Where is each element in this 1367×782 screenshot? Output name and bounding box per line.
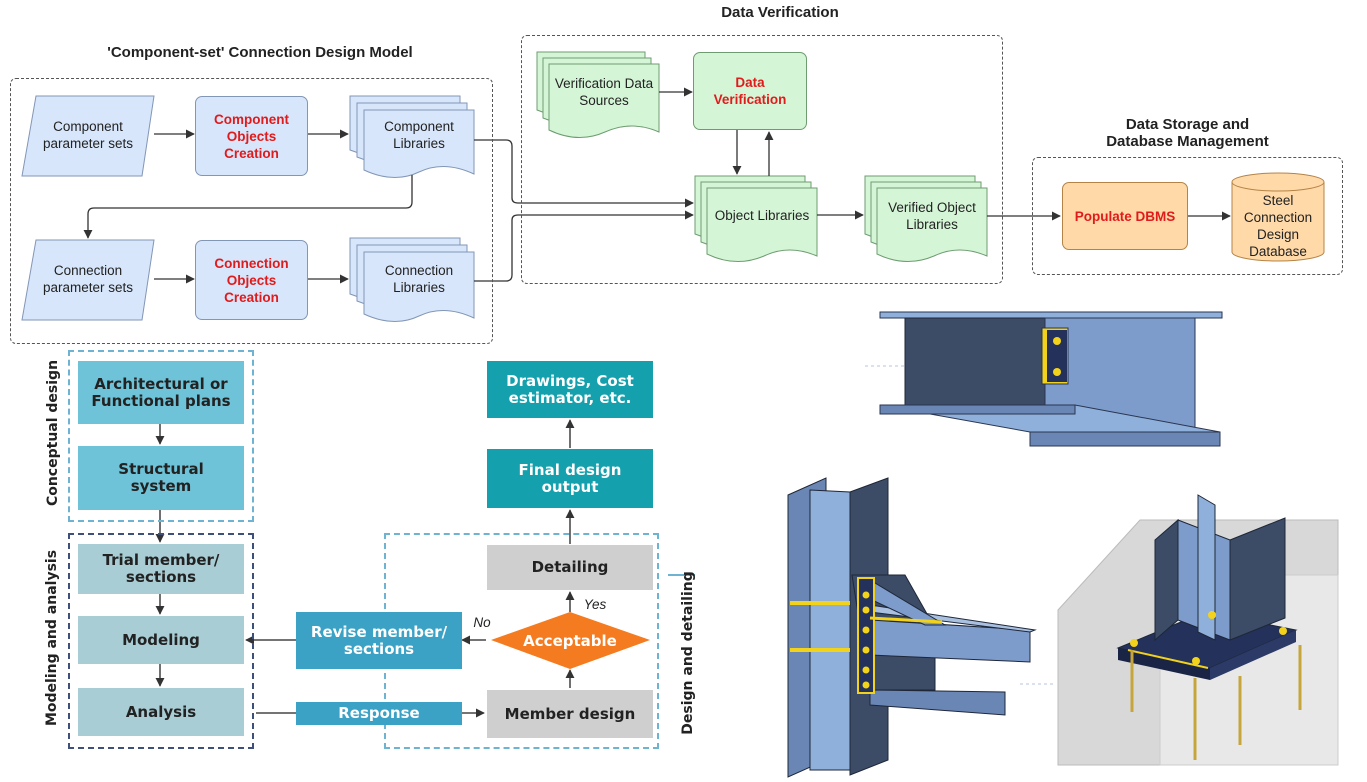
drawings-line2: estimator, etc. bbox=[508, 388, 632, 407]
connection-creation-line3: Creation bbox=[224, 289, 279, 305]
component-params-line2: parameter sets bbox=[42, 136, 134, 151]
verification-sources: Verification Data Sources bbox=[551, 75, 657, 109]
acceptable-diamond bbox=[491, 612, 650, 669]
stage-design: Design and detailing bbox=[680, 571, 696, 735]
connection-libraries-line1: Connection bbox=[384, 263, 454, 278]
component-creation-line1: Component bbox=[214, 111, 289, 127]
component-creation-box: Component Objects Creation bbox=[195, 96, 308, 176]
data-storage-title-line1: Data Storage and bbox=[1125, 116, 1250, 133]
database-label: Steel Connection Design Database bbox=[1232, 192, 1324, 260]
no-label: No bbox=[473, 615, 491, 630]
base-plate-3d bbox=[1057, 494, 1339, 766]
verified-libraries-line1: Verified Object bbox=[888, 200, 976, 215]
stage-conceptual: Conceptual design bbox=[45, 359, 61, 507]
structural-line2: system bbox=[130, 477, 192, 495]
drawings-box: Drawings, Cost estimator, etc. bbox=[487, 361, 653, 418]
trial-line2: sections bbox=[125, 568, 197, 586]
component-creation-line2: Objects bbox=[226, 128, 277, 144]
verification-sources-shape bbox=[536, 51, 660, 138]
connection-params-shape bbox=[21, 239, 155, 321]
data-storage-title: Data Storage and Database Management bbox=[1080, 116, 1295, 150]
component-creation-line3: Creation bbox=[224, 145, 279, 161]
revise-line2: sections bbox=[343, 639, 415, 658]
trial-line1: Trial member/ bbox=[102, 551, 220, 569]
database-line3: Design bbox=[1256, 227, 1300, 242]
drawings-line1: Drawings, Cost bbox=[506, 371, 634, 390]
database-cylinder bbox=[1231, 172, 1325, 262]
component-model-group bbox=[10, 78, 493, 344]
component-params-line1: Component bbox=[53, 119, 123, 134]
beam-connection-3d bbox=[865, 311, 1223, 447]
connection-creation-line2: Objects bbox=[226, 272, 277, 288]
connection-creation-box: Connection Objects Creation bbox=[195, 240, 308, 320]
member-design-box: Member design bbox=[487, 690, 653, 738]
verification-sources-line1: Verification Data bbox=[554, 76, 654, 91]
connection-params-line2: parameter sets bbox=[42, 280, 134, 295]
final-output-line2: output bbox=[541, 477, 599, 496]
data-verification-box: Data Verification bbox=[693, 52, 807, 130]
connection-params: Connection parameter sets bbox=[30, 262, 146, 296]
data-verification-group bbox=[521, 35, 1003, 284]
architectural-box: Architectural or Functional plans bbox=[78, 361, 244, 424]
modeling-group bbox=[68, 533, 254, 749]
architectural-line2: Functional plans bbox=[91, 391, 231, 410]
verified-libraries-shape bbox=[864, 175, 988, 262]
data-verification-line1: Data bbox=[735, 75, 765, 90]
revise-box: Revise member/ sections bbox=[296, 612, 462, 669]
analysis-box: Analysis bbox=[78, 688, 244, 736]
connection-libraries: Connection Libraries bbox=[366, 262, 472, 296]
data-storage-title-line2: Database Management bbox=[1106, 133, 1269, 150]
stage-modeling: Modeling and analysis bbox=[44, 549, 60, 727]
component-libraries-line1: Component bbox=[384, 119, 454, 134]
object-libraries: Object Libraries bbox=[714, 208, 810, 223]
connection-libraries-line2: Libraries bbox=[393, 280, 445, 295]
process-connectors bbox=[155, 419, 575, 718]
database-line1: Steel bbox=[1262, 193, 1294, 208]
top-connectors bbox=[83, 87, 1231, 284]
data-verification-title: Data Verification bbox=[721, 4, 839, 21]
moment-connection-3d bbox=[787, 477, 1055, 778]
connection-creation-line1: Connection bbox=[214, 255, 289, 271]
component-libraries: Component Libraries bbox=[366, 118, 472, 152]
trial-box: Trial member/ sections bbox=[78, 544, 244, 594]
connection-params-line1: Connection bbox=[53, 263, 123, 278]
object-libraries-shape bbox=[694, 175, 818, 262]
component-libraries-shape bbox=[349, 95, 475, 178]
detailing-box: Detailing bbox=[487, 545, 653, 590]
architectural-line1: Architectural or bbox=[94, 374, 228, 393]
component-params-shape bbox=[21, 95, 155, 177]
modeling-box: Modeling bbox=[78, 616, 244, 664]
final-output-box: Final design output bbox=[487, 449, 653, 508]
component-libraries-line2: Libraries bbox=[393, 136, 445, 151]
acceptable-label: Acceptable bbox=[523, 631, 617, 650]
final-output-line1: Final design bbox=[518, 460, 622, 479]
revise-line1: Revise member/ bbox=[310, 622, 448, 641]
verification-sources-line2: Sources bbox=[579, 93, 629, 108]
verified-libraries: Verified Object Libraries bbox=[877, 199, 987, 233]
structural-line1: Structural bbox=[118, 460, 204, 478]
component-model-title: 'Component-set' Connection Design Model bbox=[107, 44, 413, 61]
data-verification-line2: Verification bbox=[713, 92, 787, 107]
response-box: Response bbox=[296, 702, 462, 725]
database-line2: Connection bbox=[1243, 210, 1313, 225]
verified-libraries-line2: Libraries bbox=[906, 217, 958, 232]
conceptual-group bbox=[68, 350, 254, 522]
connection-libraries-shape bbox=[349, 237, 475, 322]
data-storage-group bbox=[1032, 157, 1343, 275]
component-params: Component parameter sets bbox=[30, 118, 146, 152]
database-line4: Database bbox=[1249, 244, 1307, 259]
yes-label: Yes bbox=[583, 597, 607, 612]
structural-box: Structural system bbox=[78, 446, 244, 510]
populate-dbms-box: Populate DBMS bbox=[1062, 182, 1188, 250]
